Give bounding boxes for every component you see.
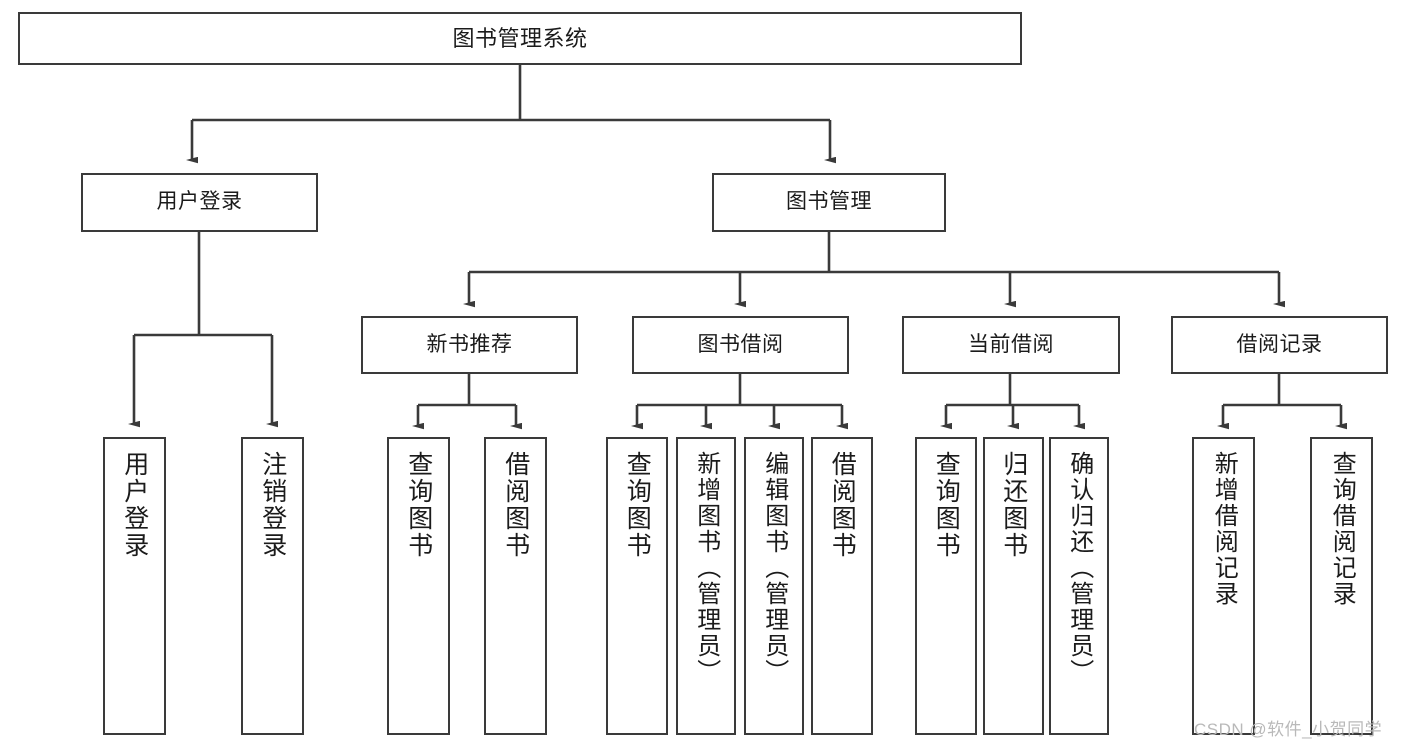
- node-label: 借阅图书: [828, 451, 857, 559]
- node-label: 查询图书: [623, 451, 652, 559]
- node-label: 确认归还（管理员）: [1065, 451, 1093, 685]
- node-label: 新增图书（管理员）: [692, 451, 720, 685]
- node-book-borrow[interactable]: 图书借阅: [632, 316, 849, 374]
- node-label: 用户登录: [120, 451, 149, 559]
- leaf-logout-login[interactable]: 注销登录: [241, 437, 304, 735]
- node-label: 编辑图书（管理员）: [760, 451, 788, 685]
- node-label: 当前借阅: [968, 332, 1054, 356]
- leaf-edit-book-admin[interactable]: 编辑图书（管理员）: [744, 437, 804, 735]
- node-label: 图书管理: [786, 190, 872, 214]
- leaf-borrow-book-recommend[interactable]: 借阅图书: [484, 437, 547, 735]
- leaf-borrow-book[interactable]: 借阅图书: [811, 437, 873, 735]
- leaf-query-borrow-record[interactable]: 查询借阅记录: [1310, 437, 1373, 735]
- node-book-management-system[interactable]: 图书管理系统: [18, 12, 1022, 65]
- node-label: 用户登录: [156, 190, 243, 214]
- node-label: 图书管理系统: [452, 25, 588, 51]
- node-new-book-recommend[interactable]: 新书推荐: [361, 316, 578, 374]
- node-label: 注销登录: [258, 451, 287, 559]
- leaf-add-book-admin[interactable]: 新增图书（管理员）: [676, 437, 736, 735]
- node-book-management[interactable]: 图书管理: [712, 173, 946, 232]
- leaf-confirm-return-admin[interactable]: 确认归还（管理员）: [1049, 437, 1109, 735]
- leaf-query-book-borrow[interactable]: 查询图书: [606, 437, 668, 735]
- node-label: 归还图书: [999, 451, 1028, 559]
- node-label: 图书借阅: [697, 332, 784, 356]
- node-label: 借阅图书: [501, 451, 530, 559]
- leaf-add-borrow-record[interactable]: 新增借阅记录: [1192, 437, 1255, 735]
- leaf-user-login[interactable]: 用户登录: [103, 437, 166, 735]
- node-current-borrow[interactable]: 当前借阅: [902, 316, 1120, 374]
- node-label: 新书推荐: [426, 332, 513, 356]
- node-borrow-record[interactable]: 借阅记录: [1171, 316, 1388, 374]
- node-label: 新增借阅记录: [1210, 451, 1238, 607]
- node-label: 查询图书: [932, 451, 961, 559]
- node-user-login[interactable]: 用户登录: [81, 173, 318, 232]
- node-label: 借阅记录: [1236, 332, 1323, 356]
- watermark-text: CSDN @软件_小贺同学: [1194, 720, 1383, 739]
- leaf-return-book[interactable]: 归还图书: [983, 437, 1044, 735]
- node-label: 查询图书: [404, 451, 433, 559]
- node-label: 查询借阅记录: [1328, 451, 1356, 607]
- leaf-query-book-recommend[interactable]: 查询图书: [387, 437, 450, 735]
- leaf-query-book-current[interactable]: 查询图书: [915, 437, 977, 735]
